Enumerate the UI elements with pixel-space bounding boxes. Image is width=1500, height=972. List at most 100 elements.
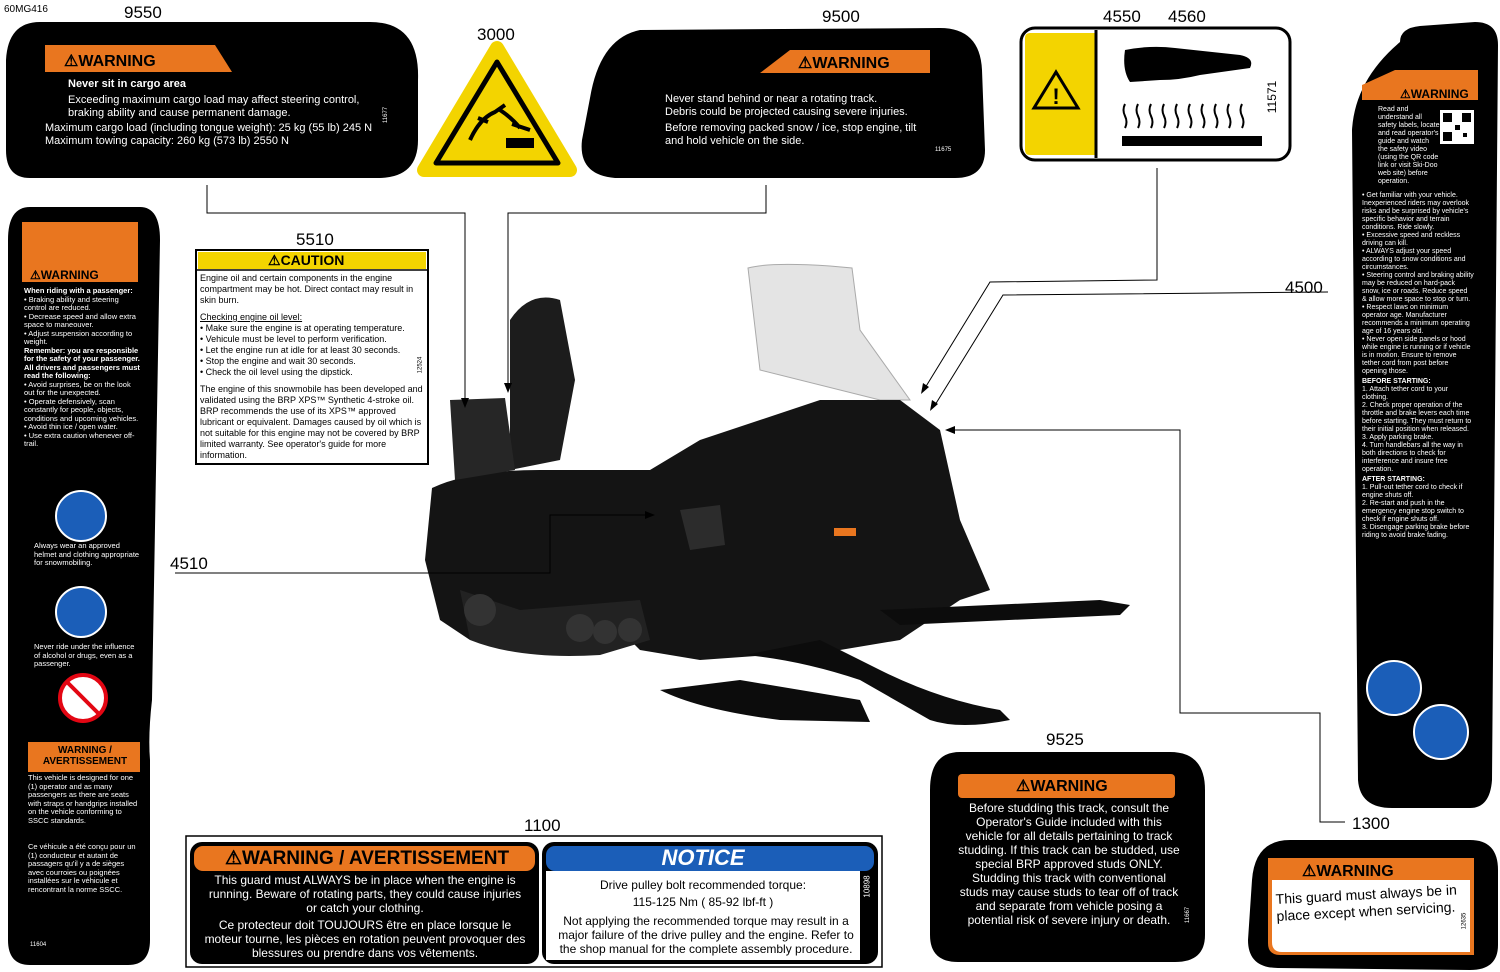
label-9550-body: Exceeding maximum cargo load may affect … (68, 94, 360, 119)
label-right-shape (1352, 22, 1498, 808)
label-1100-id: 10898 (862, 875, 872, 898)
label-left-remember: Remember: you are responsible for the sa… (24, 345, 140, 380)
label-left-en: This vehicle is designed for one (1) ope… (28, 773, 138, 825)
item: • Never open side panels or hood while e… (1362, 336, 1471, 375)
label-9550-header: ⚠WARNING (64, 53, 156, 70)
callout-1100: 1100 (524, 816, 561, 835)
item: • ALWAYS adjust your speed according to … (1362, 248, 1466, 271)
item: • Avoid thin ice / open water. (24, 422, 118, 431)
step: • Check the oil level using the dipstick… (200, 367, 353, 377)
goggles-icon (55, 586, 107, 638)
hearing-protection-icon (1366, 660, 1422, 716)
label-1100-notice-line1: Drive pulley bolt recommended torque: (599, 878, 807, 892)
label-left-header2: WARNING / AVERTISSEMENT (42, 745, 128, 767)
label-right-read: Read and understand all safety labels, l… (1378, 106, 1440, 185)
item: 4. Turn handlebars all the way in both d… (1362, 442, 1463, 473)
label-1300-header: ⚠WARNING (1302, 863, 1394, 880)
label-left-body: When riding with a passenger: • Braking … (24, 286, 142, 449)
label-5510-id: 12524 (417, 356, 424, 374)
label-left-fr: Ce véhicule a été conçu pour un (1) cond… (28, 842, 136, 894)
item: 1. Attach tether cord to your clothing. (1362, 386, 1448, 401)
label-1300-id: 12635 (1461, 912, 1468, 930)
callout-4510: 4510 (170, 554, 208, 573)
label-left-alcohol: Never ride under the influence of alcoho… (34, 642, 135, 668)
svg-text:!: ! (1052, 84, 1059, 109)
helmet-icon (55, 490, 107, 542)
item: • Respect laws on minimum operator age. … (1362, 304, 1470, 335)
callout-1300: 1300 (1352, 814, 1390, 833)
item: • Braking ability and steering control a… (24, 294, 119, 312)
callout-9500: 9500 (822, 7, 860, 26)
item: 2. Check proper operation of the throttl… (1362, 402, 1472, 433)
label-9500-line3: Before removing packed snow / ice, stop … (665, 122, 917, 147)
item: 3. Disengage parking brake before riding… (1362, 524, 1470, 539)
heat-waves-icon (1122, 103, 1245, 129)
label-5510-closing: The engine of this snowmobile has been d… (200, 384, 423, 460)
label-5510-intro: Engine oil and certain components in the… (200, 273, 414, 305)
label-right-header: ⚠WARNING (1400, 87, 1469, 101)
label-9525-header: ⚠WARNING (1016, 778, 1108, 795)
warning-triangle-icon (1031, 69, 1081, 110)
leader-lines (175, 168, 1345, 823)
item: 2. Re-start and push in the emergency en… (1362, 500, 1464, 523)
item: • Avoid surprises, be on the look out fo… (24, 379, 131, 397)
label-left-helmet: Always wear an approved helmet and cloth… (34, 541, 140, 567)
item: • Steering control and braking ability m… (1362, 272, 1474, 303)
item: • Operate defensively, scan constantly f… (24, 396, 139, 423)
label-1100-warn-en: This guard must ALWAYS be in place when … (208, 873, 522, 915)
step: • Let the engine run at idle for at leas… (200, 345, 401, 355)
label-9500-header: ⚠WARNING (798, 55, 890, 72)
label-left-intro: When riding with a passenger: (24, 286, 133, 295)
label-left-id: 11604 (30, 942, 47, 948)
item: 1. Pull-out tether cord to check if engi… (1362, 484, 1463, 499)
callout-9550: 9550 (124, 3, 162, 22)
label-9525-id: 11667 (1185, 906, 1192, 924)
label-1100-notice-line2: 115-125 Nm ( 85-92 lbf-ft ) (632, 895, 774, 909)
arrowheads (461, 383, 955, 519)
label-left-patent: Patent: www.brp.com/en/about-brp/patents… (203, 663, 210, 790)
label-5510-steps: • Make sure the engine is at operating t… (200, 323, 405, 378)
label-1100-notice-header: NOTICE (661, 845, 745, 870)
label-right-after-title: AFTER STARTING: (1362, 476, 1425, 483)
diagram-code: 60MG416 (4, 4, 48, 15)
label-9500-id: 11675 (935, 147, 952, 153)
callout-5510: 5510 (296, 230, 334, 249)
label-5510-header: ⚠CAUTION (268, 252, 345, 268)
label-9550-title: Never sit in cargo area (68, 78, 187, 90)
step: • Stop the engine and wait 30 seconds. (200, 356, 356, 366)
label-4550-id: 11571 (1265, 80, 1280, 114)
callout-4560: 4560 (1168, 7, 1206, 26)
callout-4500: 4500 (1285, 278, 1323, 297)
label-9525-shape (930, 752, 1205, 962)
hand-pinch-icon (468, 103, 531, 141)
step: • Make sure the engine is at operating t… (200, 323, 405, 333)
label-9550-id: 11677 (383, 106, 390, 124)
label-9500-line1: Never stand behind or near a rotating tr… (665, 93, 878, 105)
label-1100-notice-body: Not applying the recommended torque may … (558, 914, 854, 956)
callout-9525: 9525 (1046, 730, 1084, 749)
hand-icon (1124, 46, 1252, 82)
snowmobile-illustration (425, 263, 1130, 725)
label-5510-subtitle: Checking engine oil level: (200, 312, 303, 322)
item: • Excessive speed and reckless driving c… (1362, 232, 1461, 247)
label-right-before-title: BEFORE STARTING: (1362, 378, 1431, 385)
label-1100-id2: 11606 (30, 952, 47, 958)
label-5510-shape (195, 249, 429, 465)
item: • Decrease speed and allow extra space t… (24, 311, 136, 329)
label-9500-line2: Debris could be projected causing severe… (665, 106, 908, 118)
callout-3000: 3000 (477, 25, 515, 44)
label-1100-warn-fr: Ce protecteur doit TOUJOURS être en plac… (204, 918, 526, 960)
label-9550-line2: Maximum towing capacity: 260 kg (573 lb)… (45, 135, 289, 147)
step: • Vehicule must be level to perform veri… (200, 334, 387, 344)
item: • Get familiar with your vehicle. Inexpe… (1362, 192, 1469, 231)
callout-4550: 4550 (1103, 7, 1141, 26)
label-right-items: • Get familiar with your vehicle. Inexpe… (1362, 192, 1474, 540)
label-left-shape (8, 207, 160, 965)
label-9550-line1: Maximum cargo load (including tongue wei… (45, 122, 373, 134)
item: • Adjust suspension according to weight. (24, 328, 133, 346)
label-left-header: ⚠WARNING (30, 268, 99, 282)
label-9525-body: Before studding this track, consult the … (958, 801, 1180, 927)
label-1100-warn-header: ⚠WARNING / AVERTISSEMENT (224, 848, 510, 869)
item: • Use extra caution whenever off-trail. (24, 430, 135, 448)
